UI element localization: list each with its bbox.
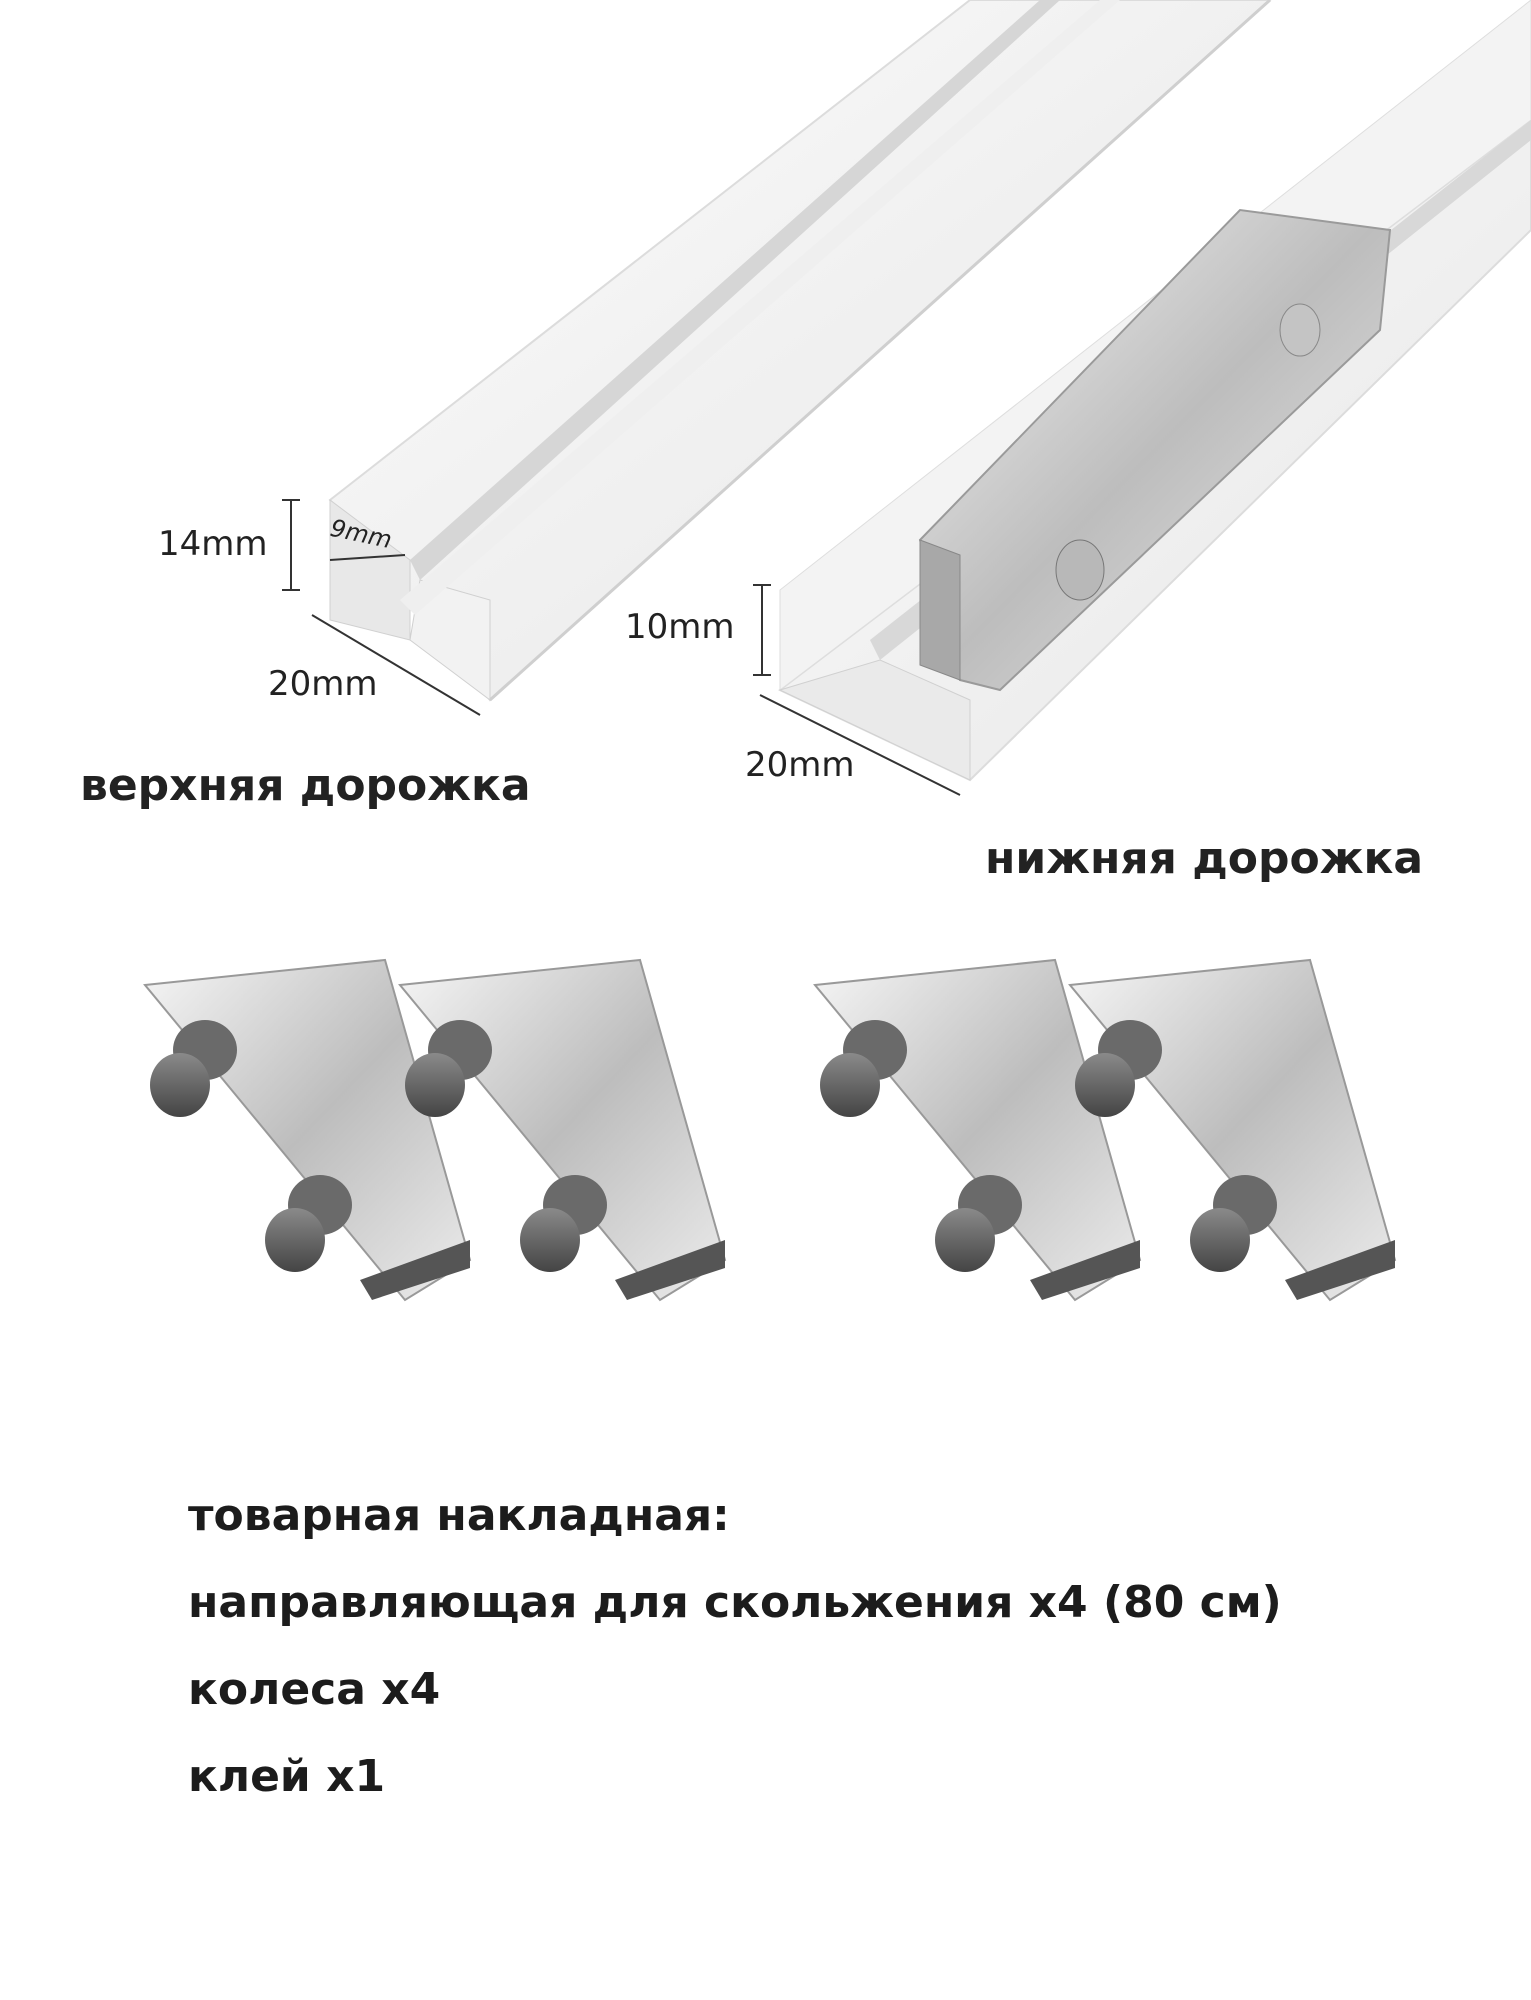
lower-width-label: 20mm <box>745 745 855 785</box>
wheel-part <box>143 958 472 1302</box>
lower-track-title: нижняя дорожка <box>985 833 1424 884</box>
upper-track-title: верхняя дорожка <box>80 760 531 811</box>
wheel-part <box>398 958 727 1302</box>
lower-height-label: 10mm <box>625 607 735 647</box>
wheel-part <box>813 958 1142 1302</box>
upper-width-label: 20mm <box>268 664 378 704</box>
contents-heading: товарная накладная: <box>188 1490 730 1541</box>
upper-height-label: 14mm <box>158 524 268 564</box>
wheels-row <box>143 958 1397 1302</box>
contents-item: направляющая для скольжения x4 (80 см) <box>188 1577 1282 1628</box>
upper-track-rail <box>328 0 1272 702</box>
contents-item: клей x1 <box>188 1751 386 1802</box>
contents-item: колеса x4 <box>188 1664 441 1715</box>
dimension-lines <box>282 499 961 796</box>
lower-track-wheel <box>918 208 1392 692</box>
wheel-part <box>1068 958 1397 1302</box>
